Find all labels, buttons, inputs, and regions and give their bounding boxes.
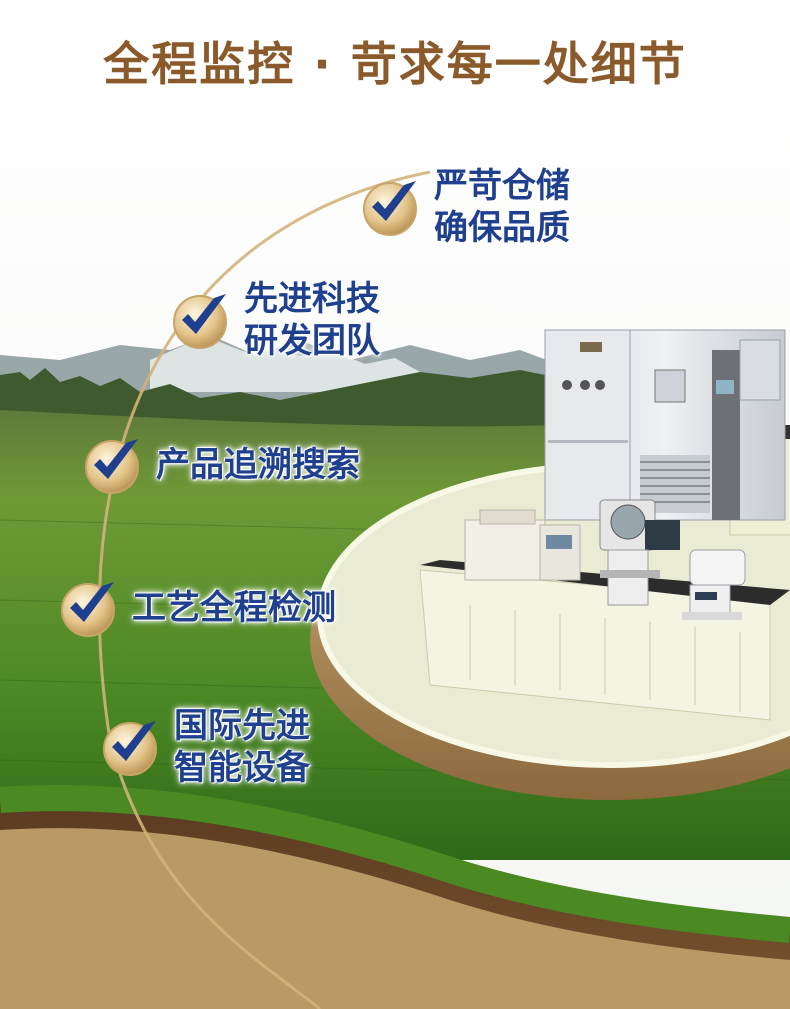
feature-label: 工艺全程检测 xyxy=(132,587,336,629)
feature-line-2: 确保品质 xyxy=(434,208,570,248)
feature-label: 产品追溯搜索 xyxy=(156,444,360,486)
bedrock-band xyxy=(0,828,790,1009)
feature-traceability: 产品追溯搜索 xyxy=(82,435,360,495)
checkmark-badge-icon xyxy=(173,294,227,349)
feature-line-1: 先进科技 xyxy=(244,279,380,319)
hardness-tester xyxy=(682,549,746,620)
feature-line-1: 产品追溯搜索 xyxy=(156,445,360,485)
feature-equipment: 国际先进 智能设备 xyxy=(100,705,310,789)
checkmark-badge-icon xyxy=(61,582,115,637)
page-title: 全程监控 · 苛求每一处细节 xyxy=(103,37,687,91)
feature-rnd: 先进科技 研发团队 xyxy=(170,278,380,362)
feature-label: 先进科技 研发团队 xyxy=(244,278,380,362)
feature-line-1: 国际先进 xyxy=(174,706,310,746)
feature-line-1: 工艺全程检测 xyxy=(132,588,336,628)
profile-projector xyxy=(599,499,680,606)
climate-chamber xyxy=(544,329,786,521)
snow-caps xyxy=(150,340,420,392)
feature-line-2: 智能设备 xyxy=(174,748,310,788)
checkmark-badge-icon xyxy=(103,721,157,776)
analyzer-instrument xyxy=(464,509,581,581)
grass-edge xyxy=(0,785,790,943)
checkmark-badge-icon xyxy=(85,439,139,494)
feature-inspection: 工艺全程检测 xyxy=(58,578,336,638)
feature-line-1: 严苛仓储 xyxy=(434,166,570,206)
feature-label: 严苛仓储 确保品质 xyxy=(434,165,570,249)
forest-treeline xyxy=(0,368,560,430)
checkmark-badge-icon xyxy=(363,181,417,236)
feature-storage: 严苛仓储 确保品质 xyxy=(360,165,570,249)
feature-line-2: 研发团队 xyxy=(244,321,380,361)
feature-label: 国际先进 智能设备 xyxy=(174,705,310,789)
